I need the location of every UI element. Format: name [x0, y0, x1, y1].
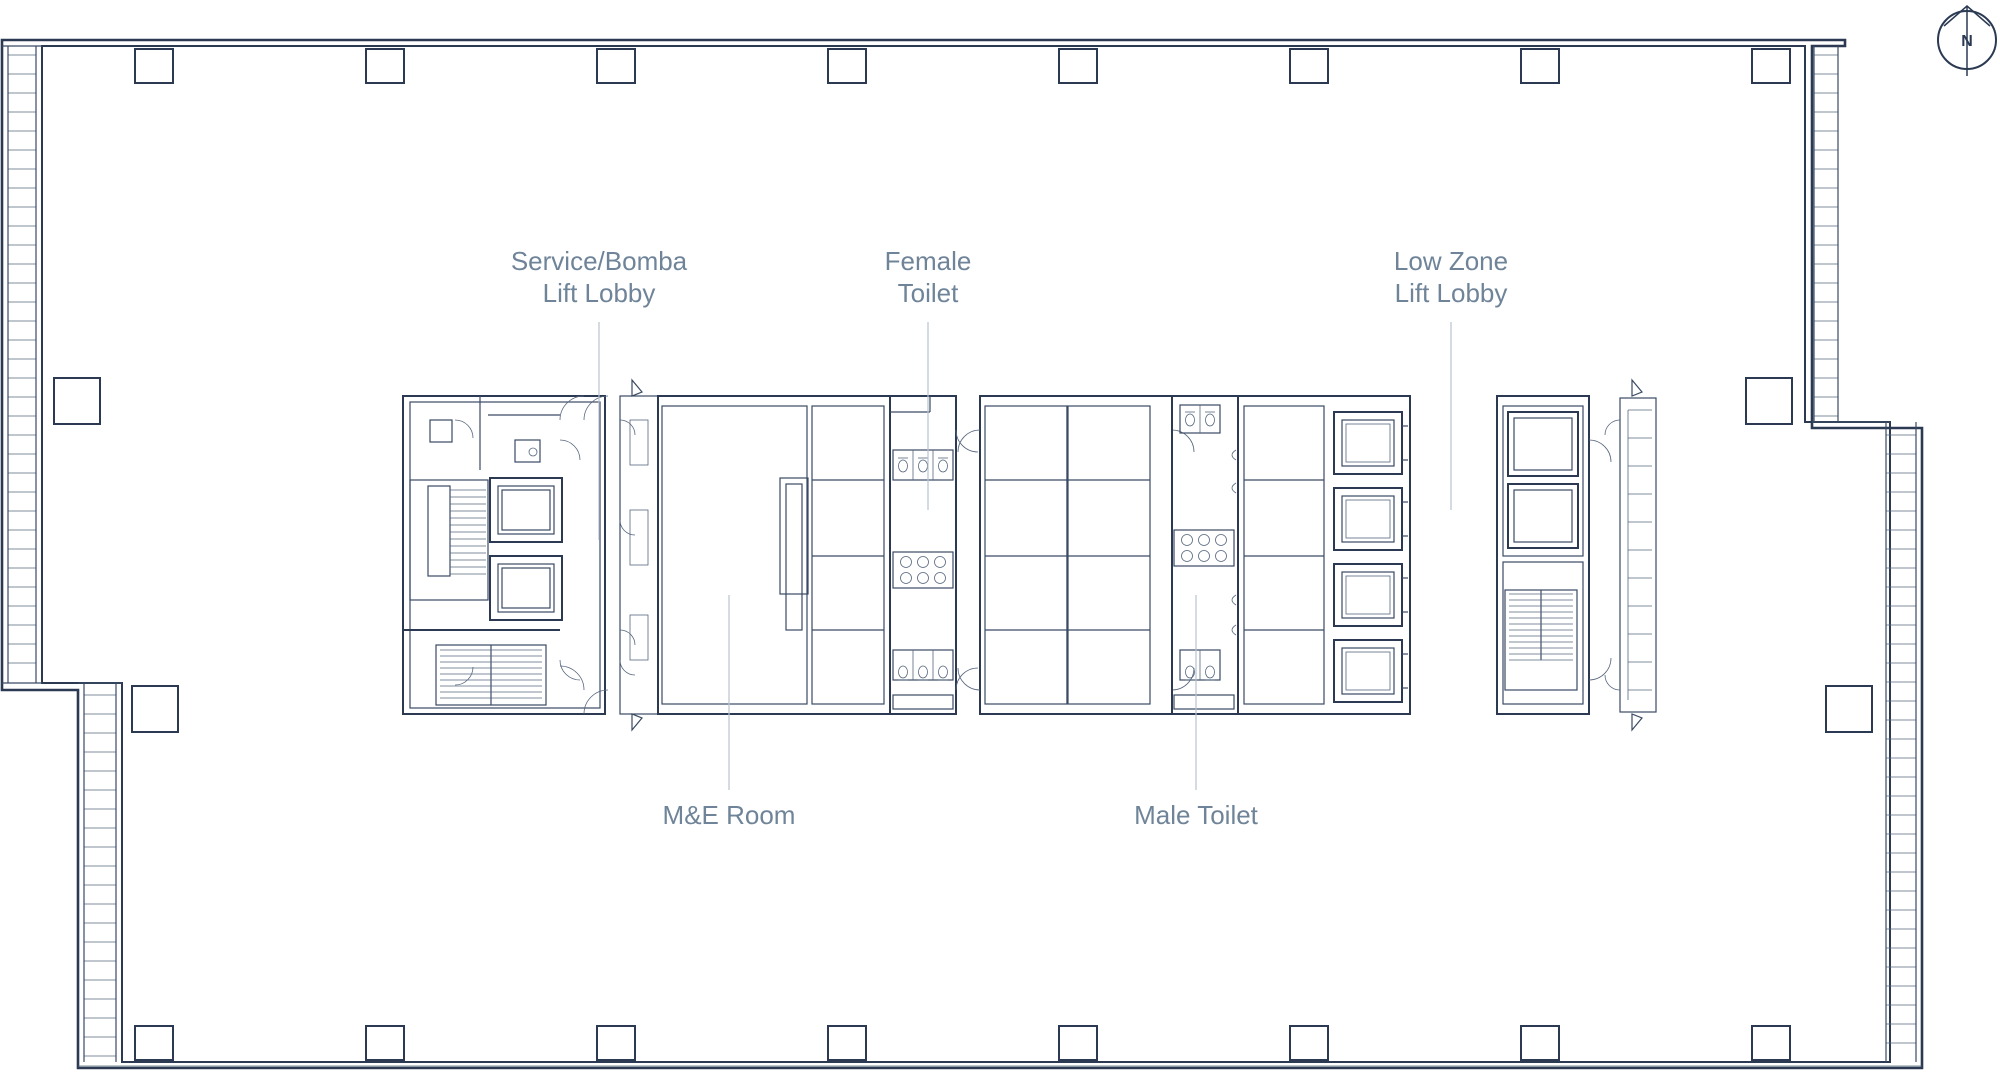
- basin: [1215, 534, 1227, 546]
- lift-car: [1507, 411, 1579, 477]
- column: [1058, 1025, 1098, 1061]
- building-outline: [0, 38, 1924, 1070]
- male-urinals: [1231, 449, 1237, 636]
- central-shafts: [957, 395, 1195, 715]
- column: [1289, 48, 1329, 84]
- column: [1058, 48, 1098, 84]
- wc-pan: [1205, 665, 1215, 679]
- basin: [917, 572, 929, 584]
- male-wc-top: [1185, 411, 1215, 427]
- wc-pan: [938, 665, 948, 679]
- label-service-lobby-line1: Service/Bomba: [511, 246, 688, 276]
- stair-service-1: [450, 489, 486, 575]
- column: [1751, 1025, 1791, 1061]
- structural-columns: [53, 48, 1873, 1061]
- lift-cab: [1513, 489, 1573, 543]
- wc-pan: [918, 459, 928, 473]
- lift-cab-inner: [1345, 499, 1391, 539]
- female-wc-bottom: [898, 665, 948, 681]
- column: [134, 1025, 174, 1061]
- service-core: [402, 395, 609, 715]
- column: [134, 48, 174, 84]
- column: [131, 685, 179, 733]
- column: [1520, 1025, 1560, 1061]
- wc-pan: [1185, 665, 1195, 679]
- basin: [1215, 550, 1227, 562]
- column: [1745, 377, 1793, 425]
- low-zone-lifts-east: [1507, 411, 1579, 549]
- column: [827, 1025, 867, 1061]
- column: [1289, 1025, 1329, 1061]
- column: [596, 48, 636, 84]
- lift-car: [1333, 639, 1403, 703]
- basin: [1181, 550, 1193, 562]
- right-core: [1496, 378, 1657, 732]
- basin: [934, 572, 946, 584]
- label-me-room: M&E Room: [663, 800, 796, 830]
- label-female-toilet-line2: Toilet: [898, 278, 959, 308]
- stair-low-zone: [1509, 593, 1573, 661]
- lift-cab-inner: [1345, 423, 1391, 463]
- riser-strip-1: [619, 378, 659, 732]
- label-service-lobby-line2: Lift Lobby: [543, 278, 656, 308]
- low-zone-lift-bank: [1237, 395, 1411, 715]
- basin: [934, 556, 946, 568]
- wc-pan: [938, 459, 948, 473]
- urinal: [1231, 594, 1237, 606]
- basin: [900, 556, 912, 568]
- column: [53, 377, 101, 425]
- compass-letter: N: [1961, 33, 1973, 50]
- column: [365, 48, 405, 84]
- riser-strip-2: [1627, 409, 1652, 700]
- wc-pan: [918, 665, 928, 679]
- lift-car: [1333, 411, 1403, 475]
- wc-pan: [898, 459, 908, 473]
- leader-lines: [598, 322, 1452, 790]
- urinal: [1231, 449, 1237, 461]
- lift-car: [1333, 563, 1403, 627]
- column: [827, 48, 867, 84]
- low-zone-lifts-west: [1333, 411, 1408, 703]
- male-wc-bottom: [1185, 665, 1215, 681]
- lift-cab: [1341, 419, 1395, 467]
- column: [1825, 685, 1873, 733]
- label-female-toilet-line1: Female: [885, 246, 972, 276]
- label-low-zone-line1: Low Zone: [1394, 246, 1508, 276]
- stair-service-2: [440, 649, 542, 699]
- column: [365, 1025, 405, 1061]
- label-low-zone-line2: Lift Lobby: [1395, 278, 1508, 308]
- wc-pan: [1185, 413, 1195, 427]
- facade-mullions: [7, 46, 1922, 1067]
- lift-cab: [1513, 417, 1573, 471]
- label-male-toilet: Male Toilet: [1134, 800, 1259, 830]
- female-toilet: [889, 395, 979, 715]
- lift-cab-inner: [1345, 575, 1391, 615]
- me-room: [657, 395, 891, 715]
- male-basins: [1181, 534, 1227, 562]
- lift-cab: [1341, 571, 1395, 619]
- column: [1751, 48, 1791, 84]
- lift-cab: [1341, 495, 1395, 543]
- lift-cab-inner: [1345, 651, 1391, 691]
- room-labels: Service/Bomba Lift Lobby Female Toilet L…: [511, 246, 1508, 830]
- column: [596, 1025, 636, 1061]
- basin: [1198, 550, 1210, 562]
- lift-car: [1333, 487, 1403, 551]
- wc-pan: [1205, 413, 1215, 427]
- wc-pan: [898, 665, 908, 679]
- male-toilet: [1171, 395, 1239, 715]
- urinal: [1231, 482, 1237, 494]
- basin: [1198, 534, 1210, 546]
- female-basins: [900, 556, 946, 584]
- column: [1520, 48, 1560, 84]
- north-arrow-icon: N: [1937, 5, 1997, 76]
- urinal: [1231, 624, 1237, 636]
- lift-car: [1507, 483, 1579, 549]
- lift-cab: [1341, 647, 1395, 695]
- basin: [917, 556, 929, 568]
- female-wc-top: [898, 457, 948, 473]
- basin: [1181, 534, 1193, 546]
- basin: [900, 572, 912, 584]
